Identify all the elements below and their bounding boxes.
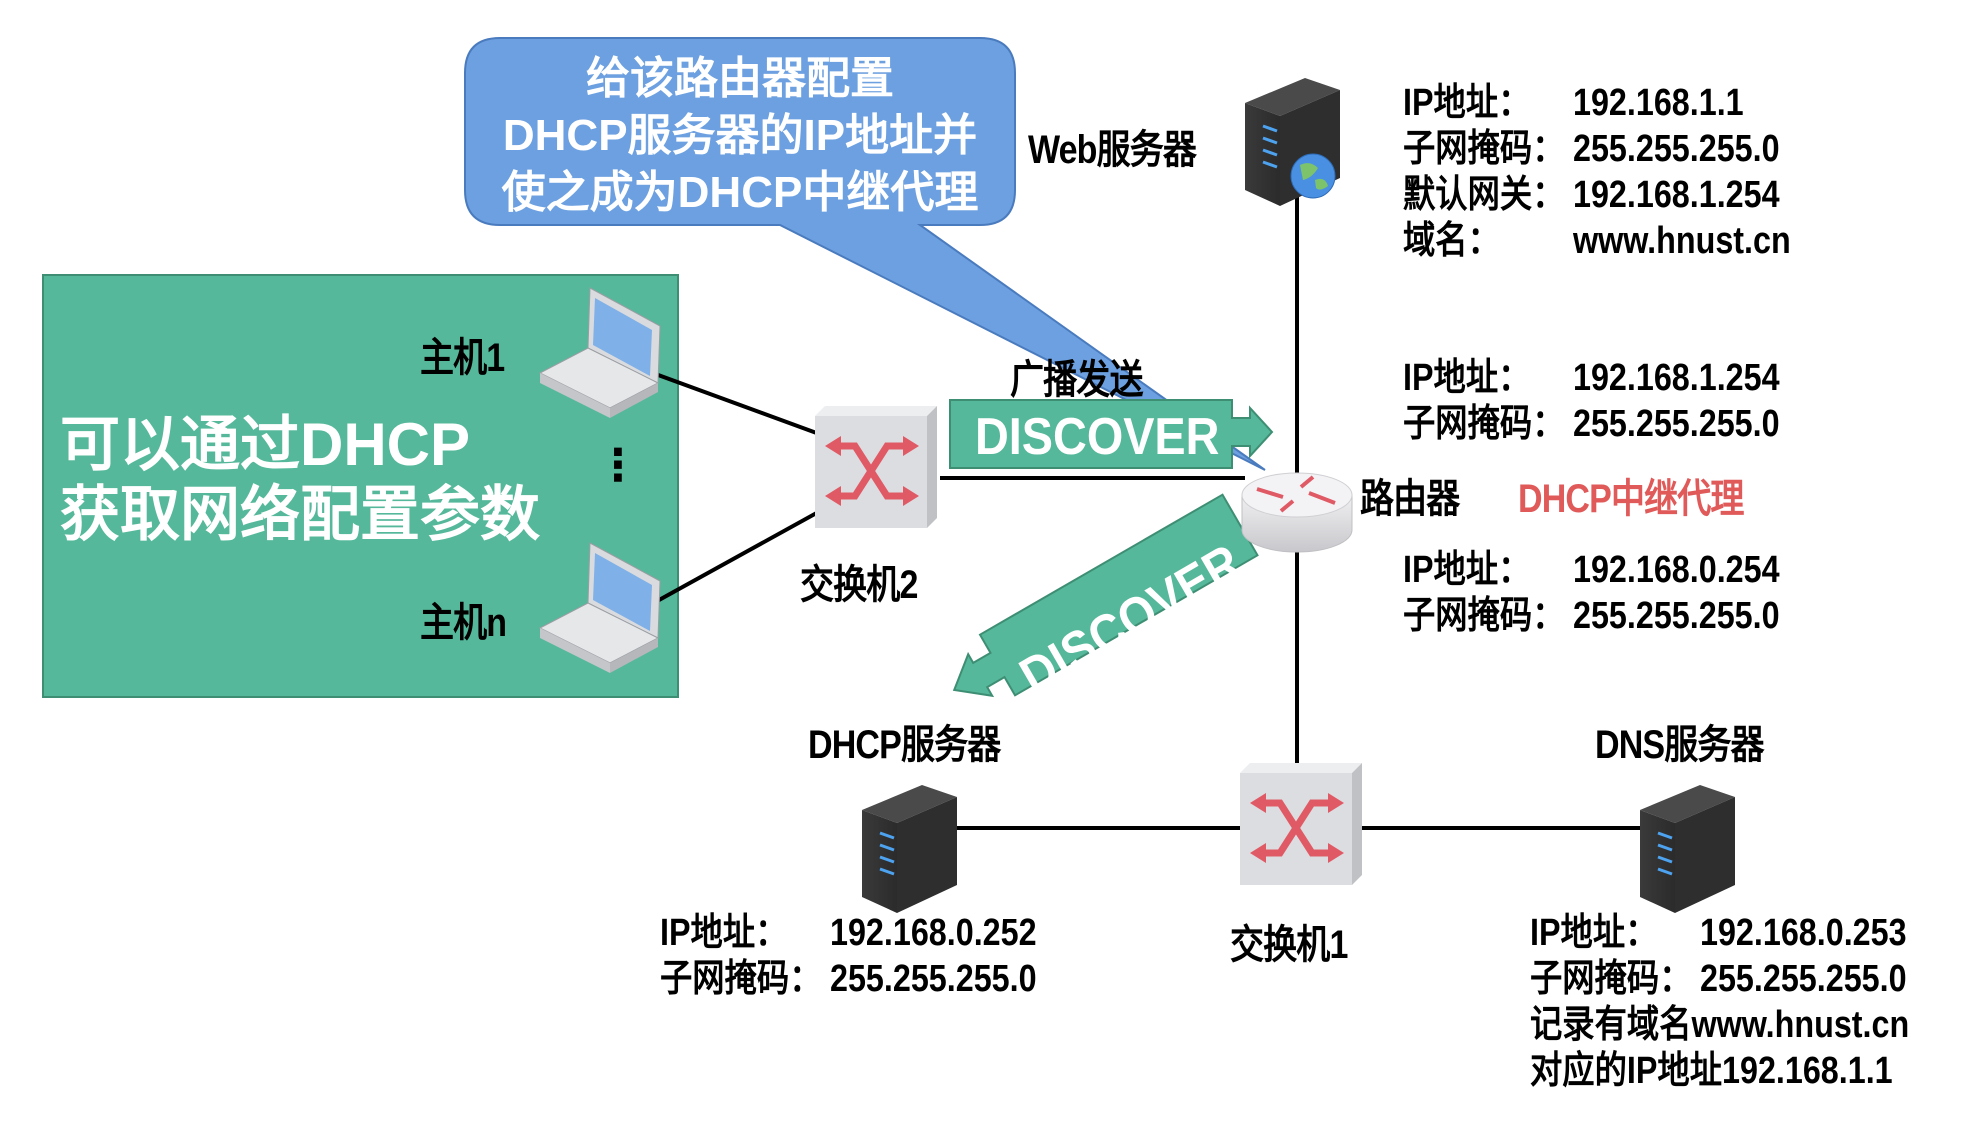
info-key: 域名： (1403, 220, 1500, 262)
info-value: 192.168.0.253 (1700, 912, 1907, 954)
info-value: 255.255.255.0 (1573, 128, 1780, 170)
web-server-icon (1245, 78, 1340, 206)
callout-line: 使之成为DHCP中继代理 (501, 168, 979, 217)
switch-icon (1240, 763, 1362, 885)
discover-label-right: DISCOVER (975, 408, 1220, 466)
dns-record-line: 对应的IP地址192.168.1.1 (1530, 1050, 1893, 1092)
info-value: 192.168.1.1 (1573, 82, 1744, 124)
router-label: 路由器 (1360, 477, 1460, 521)
info-key: 子网掩码： (1403, 128, 1565, 170)
router-role-label: DHCP中继代理 (1518, 477, 1744, 521)
info-key: 子网掩码： (1403, 403, 1565, 445)
info-value: 255.255.255.0 (830, 958, 1037, 1000)
switch1-label: 交换机1 (1230, 923, 1348, 967)
host-ellipsis: ⋮ (596, 441, 640, 490)
hostn-label: 主机n (420, 601, 507, 645)
info-value: 255.255.255.0 (1573, 403, 1780, 445)
dhcp-server-info: IP地址： 192.168.0.252 子网掩码：255.255.255.0 (660, 910, 1037, 1002)
client-group-line: 获取网络配置参数 (60, 481, 540, 548)
link-host1-switch2 (649, 370, 823, 437)
host1-label: 主机1 (420, 336, 505, 380)
switch-icon (815, 406, 937, 528)
laptop-icon (538, 542, 661, 673)
dhcp-server-icon (862, 785, 957, 913)
client-group-line: 可以通过DHCP (60, 411, 471, 478)
info-value: 192.168.1.254 (1573, 174, 1780, 216)
callout-line: DHCP服务器的IP地址并 (502, 111, 978, 160)
info-key: IP地址： (660, 912, 788, 954)
info-value: 192.168.1.254 (1573, 357, 1780, 399)
info-key: 子网掩码： (1530, 958, 1692, 1000)
info-key: IP地址： (1403, 357, 1531, 399)
router-interface-lower: IP地址： 192.168.0.254 子网掩码：255.255.255.0 (1403, 547, 1780, 639)
dns-record-line: 记录有域名www.hnust.cn (1530, 1004, 1910, 1046)
info-key: IP地址： (1403, 82, 1531, 124)
info-key: 子网掩码： (1403, 595, 1565, 637)
info-value: 192.168.0.254 (1573, 549, 1780, 591)
broadcast-label: 广播发送 (1010, 358, 1143, 402)
info-key: 默认网关： (1403, 174, 1565, 216)
router-icon (1241, 472, 1353, 553)
web-server-label: Web服务器 (1028, 128, 1197, 172)
info-key: IP地址： (1403, 549, 1531, 591)
web-server-info: IP地址： 192.168.1.1 子网掩码：255.255.255.0 默认网关… (1403, 80, 1791, 264)
dns-server-icon (1640, 785, 1735, 913)
info-key: 子网掩码： (660, 958, 822, 1000)
switch2-label: 交换机2 (800, 563, 918, 607)
callout-bubble (464, 37, 1266, 471)
laptop-icon (538, 287, 661, 418)
dns-server-info: IP地址： 192.168.0.253 子网掩码：255.255.255.0 记录… (1530, 910, 1909, 1094)
dhcp-server-label: DHCP服务器 (808, 723, 1001, 767)
info-value: www.hnust.cn (1573, 220, 1791, 262)
callout-line: 给该路由器配置 (586, 54, 894, 103)
discover-arrow-diagonal (952, 493, 1259, 698)
client-group-text: 可以通过DHCP 获取网络配置参数 (60, 410, 540, 550)
link-hostn-switch2 (649, 508, 823, 607)
info-value: 255.255.255.0 (1573, 595, 1780, 637)
discover-arrow-right (949, 399, 1274, 469)
info-key: IP地址： (1530, 912, 1658, 954)
dns-server-label: DNS服务器 (1595, 723, 1765, 767)
info-value: 255.255.255.0 (1700, 958, 1907, 1000)
callout-text: 给该路由器配置 DHCP服务器的IP地址并 使之成为DHCP中继代理 (465, 50, 1015, 221)
router-interface-upper: IP地址： 192.168.1.254 子网掩码：255.255.255.0 (1403, 355, 1780, 447)
info-value: 192.168.0.252 (830, 912, 1037, 954)
globe-icon (1290, 153, 1336, 199)
